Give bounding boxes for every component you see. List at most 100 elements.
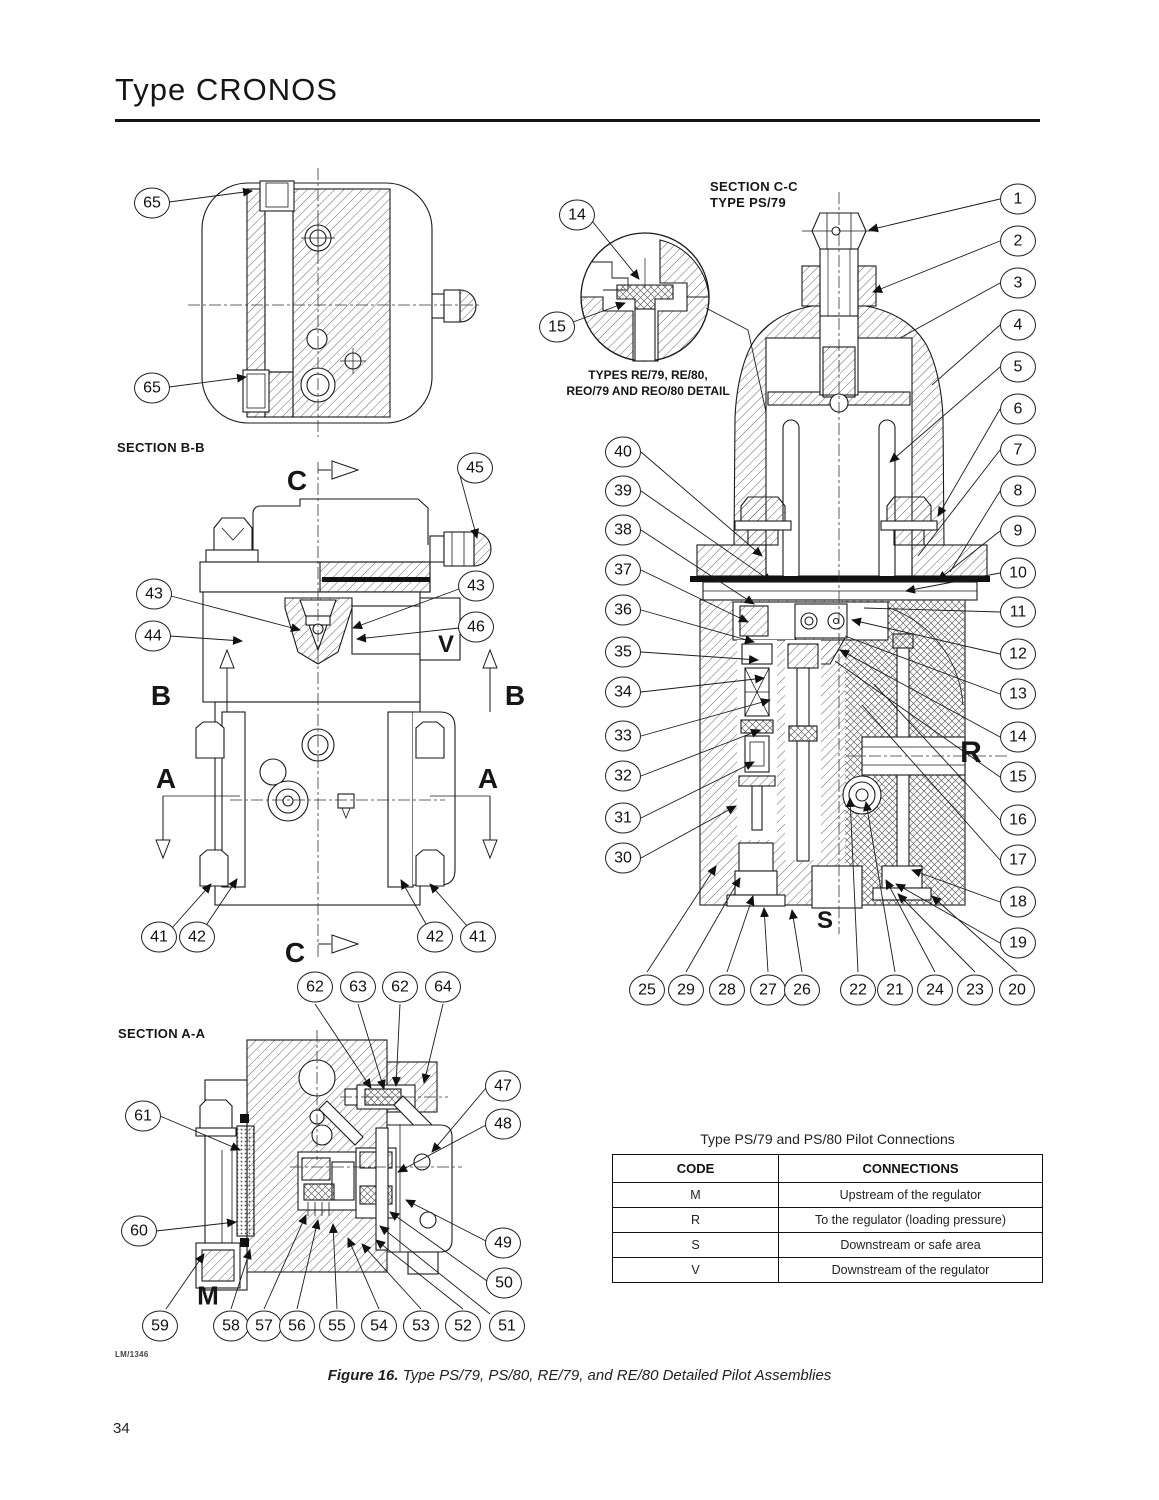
callout-64: 64 [425, 971, 461, 1003]
main-assembly-drawing [640, 192, 1018, 973]
table-cell-connection: Upstream of the regulator [777, 1182, 1044, 1208]
callout-31: 31 [605, 802, 641, 834]
callout-59: 59 [142, 1310, 178, 1342]
section-letter-c-top: C [286, 465, 308, 496]
connection-letter-v: V [437, 631, 455, 658]
table-cell-code: M [612, 1182, 779, 1208]
table-cell-code: V [612, 1257, 779, 1283]
callout-25: 25 [629, 974, 665, 1006]
callout-41: 41 [141, 921, 177, 953]
callout-7: 7 [1000, 434, 1036, 466]
callout-40: 40 [605, 436, 641, 468]
callout-22: 22 [840, 974, 876, 1006]
callout-14: 14 [1000, 721, 1036, 753]
connection-letter-r: R [960, 736, 982, 769]
figure-caption-label: Figure 16. [327, 1367, 399, 1384]
table-cell-connection: To the regulator (loading pressure) [777, 1207, 1044, 1233]
callout-23: 23 [957, 974, 993, 1006]
callout-49: 49 [485, 1227, 521, 1259]
figure-caption-text: Type PS/79, PS/80, RE/79, and RE/80 Deta… [398, 1367, 832, 1384]
title-rule [115, 119, 1040, 122]
section-cc-type-label: TYPE PS/79 [710, 195, 786, 210]
section-letter-a-left: A [155, 763, 177, 794]
callout-43: 43 [458, 570, 494, 602]
callout-43: 43 [136, 578, 172, 610]
section-letter-b-left: B [150, 680, 172, 711]
callout-61: 61 [125, 1100, 161, 1132]
callout-2: 2 [1000, 225, 1036, 257]
callout-35: 35 [605, 636, 641, 668]
table-cell-connection: Downstream or safe area [777, 1232, 1044, 1258]
callout-24: 24 [917, 974, 953, 1006]
callout-17: 17 [1000, 844, 1036, 876]
callout-41: 41 [460, 921, 496, 953]
callout-38: 38 [605, 514, 641, 546]
page-number: 34 [113, 1420, 130, 1437]
callout-14: 14 [559, 199, 595, 231]
callout-6: 6 [1000, 393, 1036, 425]
detail-note-line1: TYPES RE/79, RE/80, [588, 368, 708, 382]
callout-18: 18 [1000, 886, 1036, 918]
table-header-code: CODE [612, 1154, 779, 1183]
callout-50: 50 [486, 1267, 522, 1299]
callout-28: 28 [709, 974, 745, 1006]
pilot-connections-table: CODE CONNECTIONS M Upstream of the regul… [612, 1154, 1044, 1283]
callout-27: 27 [750, 974, 786, 1006]
section-letter-a-right: A [477, 763, 499, 794]
callout-15: 15 [1000, 761, 1036, 793]
callout-20: 20 [999, 974, 1035, 1006]
callout-32: 32 [605, 760, 641, 792]
callout-54: 54 [361, 1310, 397, 1342]
callout-53: 53 [403, 1310, 439, 1342]
callout-62: 62 [382, 971, 418, 1003]
callout-11: 11 [1000, 596, 1036, 628]
table-header-row: CODE CONNECTIONS [612, 1154, 1044, 1183]
figure-caption: Figure 16. Type PS/79, PS/80, RE/79, and… [0, 1367, 1159, 1384]
table-title: Type PS/79 and PS/80 Pilot Connections [700, 1131, 955, 1147]
table-cell-connection: Downstream of the regulator [777, 1257, 1044, 1283]
section-bb-label: SECTION B-B [117, 440, 205, 455]
callout-9: 9 [1000, 515, 1036, 547]
callout-65: 65 [134, 372, 170, 404]
callout-52: 52 [445, 1310, 481, 1342]
table-row: R To the regulator (loading pressure) [612, 1207, 1044, 1233]
callout-36: 36 [605, 594, 641, 626]
callout-13: 13 [1000, 678, 1036, 710]
section-letter-c-bottom: C [284, 937, 306, 968]
callout-44: 44 [135, 620, 171, 652]
table-cell-code: S [612, 1232, 779, 1258]
section-aa-drawing [155, 1003, 491, 1315]
callout-57: 57 [246, 1310, 282, 1342]
table-row: V Downstream of the regulator [612, 1257, 1044, 1283]
side-view-drawing [155, 460, 498, 958]
callout-58: 58 [213, 1310, 249, 1342]
callout-33: 33 [605, 720, 641, 752]
callout-10: 10 [1000, 557, 1036, 589]
callout-12: 12 [1000, 638, 1036, 670]
top-view-drawing [168, 168, 482, 437]
drawing-id: LM/1346 [115, 1350, 149, 1359]
callout-15: 15 [539, 311, 575, 343]
callout-4: 4 [1000, 309, 1036, 341]
callout-30: 30 [605, 842, 641, 874]
callout-8: 8 [1000, 475, 1036, 507]
section-aa-label: SECTION A-A [118, 1026, 206, 1041]
table-row: M Upstream of the regulator [612, 1182, 1044, 1208]
callout-48: 48 [485, 1108, 521, 1140]
callout-56: 56 [279, 1310, 315, 1342]
callout-62: 62 [297, 971, 333, 1003]
callout-63: 63 [340, 971, 376, 1003]
callout-42: 42 [417, 921, 453, 953]
callout-21: 21 [877, 974, 913, 1006]
callout-51: 51 [489, 1310, 525, 1342]
callout-3: 3 [1000, 267, 1036, 299]
pilot-connections-table-block: Type PS/79 and PS/80 Pilot Connections C… [612, 1131, 1044, 1283]
callout-34: 34 [605, 676, 641, 708]
callout-29: 29 [668, 974, 704, 1006]
section-letter-b-right: B [504, 680, 526, 711]
callout-65: 65 [134, 187, 170, 219]
page-title: Type CRONOS [115, 72, 338, 107]
callout-45: 45 [457, 452, 493, 484]
callout-5: 5 [1000, 351, 1036, 383]
connection-letter-m: M [197, 1280, 219, 1311]
